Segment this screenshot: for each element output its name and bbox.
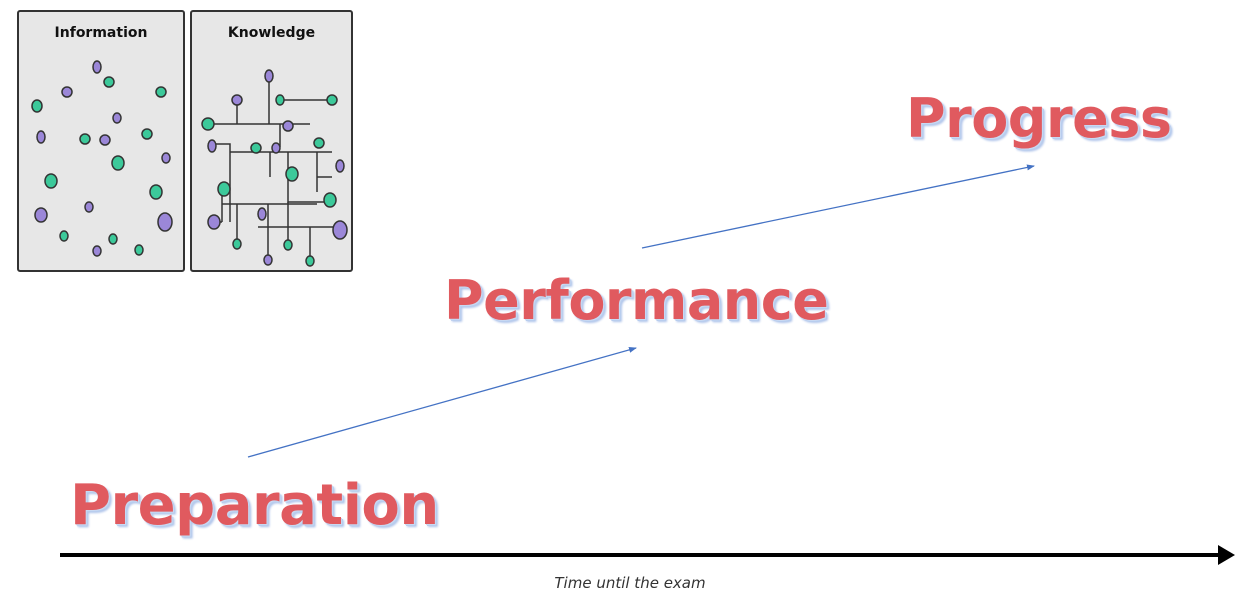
- dot: [264, 69, 274, 83]
- dot: [34, 207, 48, 223]
- dot: [250, 142, 262, 154]
- dot: [217, 181, 231, 197]
- knowledge-title: Knowledge: [227, 25, 316, 41]
- dot: [313, 137, 325, 149]
- dot: [326, 94, 338, 106]
- arrow-performance-to-progress: [641, 164, 1035, 249]
- information-title: Information: [54, 25, 148, 41]
- knowledge-dots: [201, 69, 348, 267]
- stage-performance: Performance: [444, 269, 829, 332]
- dot: [79, 133, 91, 145]
- time-axis-label: Time until the exam: [554, 574, 706, 592]
- dot: [335, 159, 345, 173]
- dot: [305, 255, 315, 267]
- dot: [141, 128, 153, 140]
- dot: [271, 142, 281, 154]
- dot: [323, 192, 337, 208]
- arrow-preparation-to-performance: [247, 347, 637, 458]
- dot: [92, 245, 102, 257]
- dot: [103, 76, 115, 88]
- dot: [84, 201, 94, 213]
- dot: [275, 94, 285, 106]
- dot: [134, 244, 144, 256]
- dot: [92, 60, 102, 74]
- dot: [155, 86, 167, 98]
- knowledge-panel: Knowledge: [190, 10, 353, 272]
- dot: [231, 94, 243, 106]
- dot: [31, 99, 43, 113]
- dot: [161, 152, 171, 164]
- dot: [112, 112, 122, 124]
- dot: [263, 254, 273, 266]
- dot: [283, 239, 293, 251]
- dot: [36, 130, 46, 144]
- scattered-dots-illustration: [31, 60, 173, 257]
- dot: [207, 139, 217, 153]
- dot: [201, 117, 215, 131]
- dot: [257, 207, 267, 221]
- connected-dots-illustration: [201, 69, 348, 267]
- stage-progress: Progress: [906, 87, 1172, 150]
- dot: [99, 134, 111, 146]
- dot: [207, 214, 221, 230]
- dot: [61, 86, 73, 98]
- dot: [59, 230, 69, 242]
- dot: [111, 155, 125, 171]
- dot: [285, 166, 299, 182]
- dot: [282, 120, 294, 132]
- dot: [332, 220, 348, 240]
- dot: [44, 173, 58, 189]
- dot: [232, 238, 242, 250]
- stage-preparation: Preparation: [70, 473, 439, 538]
- dot: [149, 184, 163, 200]
- dot: [157, 212, 173, 232]
- dot: [108, 233, 118, 245]
- information-panel: Information: [17, 10, 185, 272]
- time-axis-arrowhead: [1218, 545, 1235, 565]
